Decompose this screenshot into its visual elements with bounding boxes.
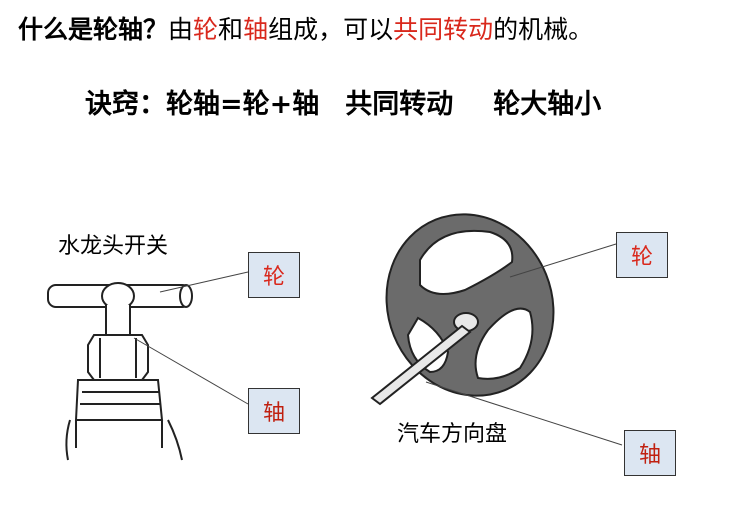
faucet-axle-tag: 轴 xyxy=(248,388,300,434)
steering-wheel-leader xyxy=(509,243,617,278)
faucet-illustration xyxy=(47,282,193,461)
title-part1: 由 xyxy=(168,15,194,44)
faucet-wheel-tag: 轮 xyxy=(248,252,300,298)
steering-axle-tag: 轴 xyxy=(624,430,676,476)
mnemonic-label: 诀窍： xyxy=(85,89,166,120)
page-title: 什么是轮轴？由轮和轴组成，可以共同转动的机械。 xyxy=(18,10,738,50)
steering-axle-leader xyxy=(425,381,623,446)
mnemonic-phrase-1: 共同转动 xyxy=(345,89,454,120)
mnemonic-formula: 轮轴=轮+轴 xyxy=(166,89,320,120)
faucet-axle-leader xyxy=(133,337,249,405)
title-part4: 的机械。 xyxy=(493,15,594,44)
title-axle: 轴 xyxy=(243,15,269,44)
title-rotate: 共同转动 xyxy=(393,15,494,44)
mnemonic-phrase-2: 轮大轴小 xyxy=(493,89,602,120)
steering-caption: 汽车方向盘 xyxy=(397,422,508,447)
title-part2: 和 xyxy=(218,15,244,44)
faucet-wheel-leader xyxy=(159,271,249,293)
steering-wheel-illustration xyxy=(385,213,555,397)
title-part3: 组成，可以 xyxy=(268,15,394,44)
faucet-caption: 水龙头开关 xyxy=(58,234,169,259)
title-wheel: 轮 xyxy=(193,15,219,44)
steering-shaft xyxy=(370,324,472,406)
title-question: 什么是轮轴？ xyxy=(18,15,169,44)
steering-wheel-tag: 轮 xyxy=(616,232,668,278)
mnemonic-line: 诀窍：轮轴=轮+轴共同转动 轮大轴小 xyxy=(85,83,705,127)
